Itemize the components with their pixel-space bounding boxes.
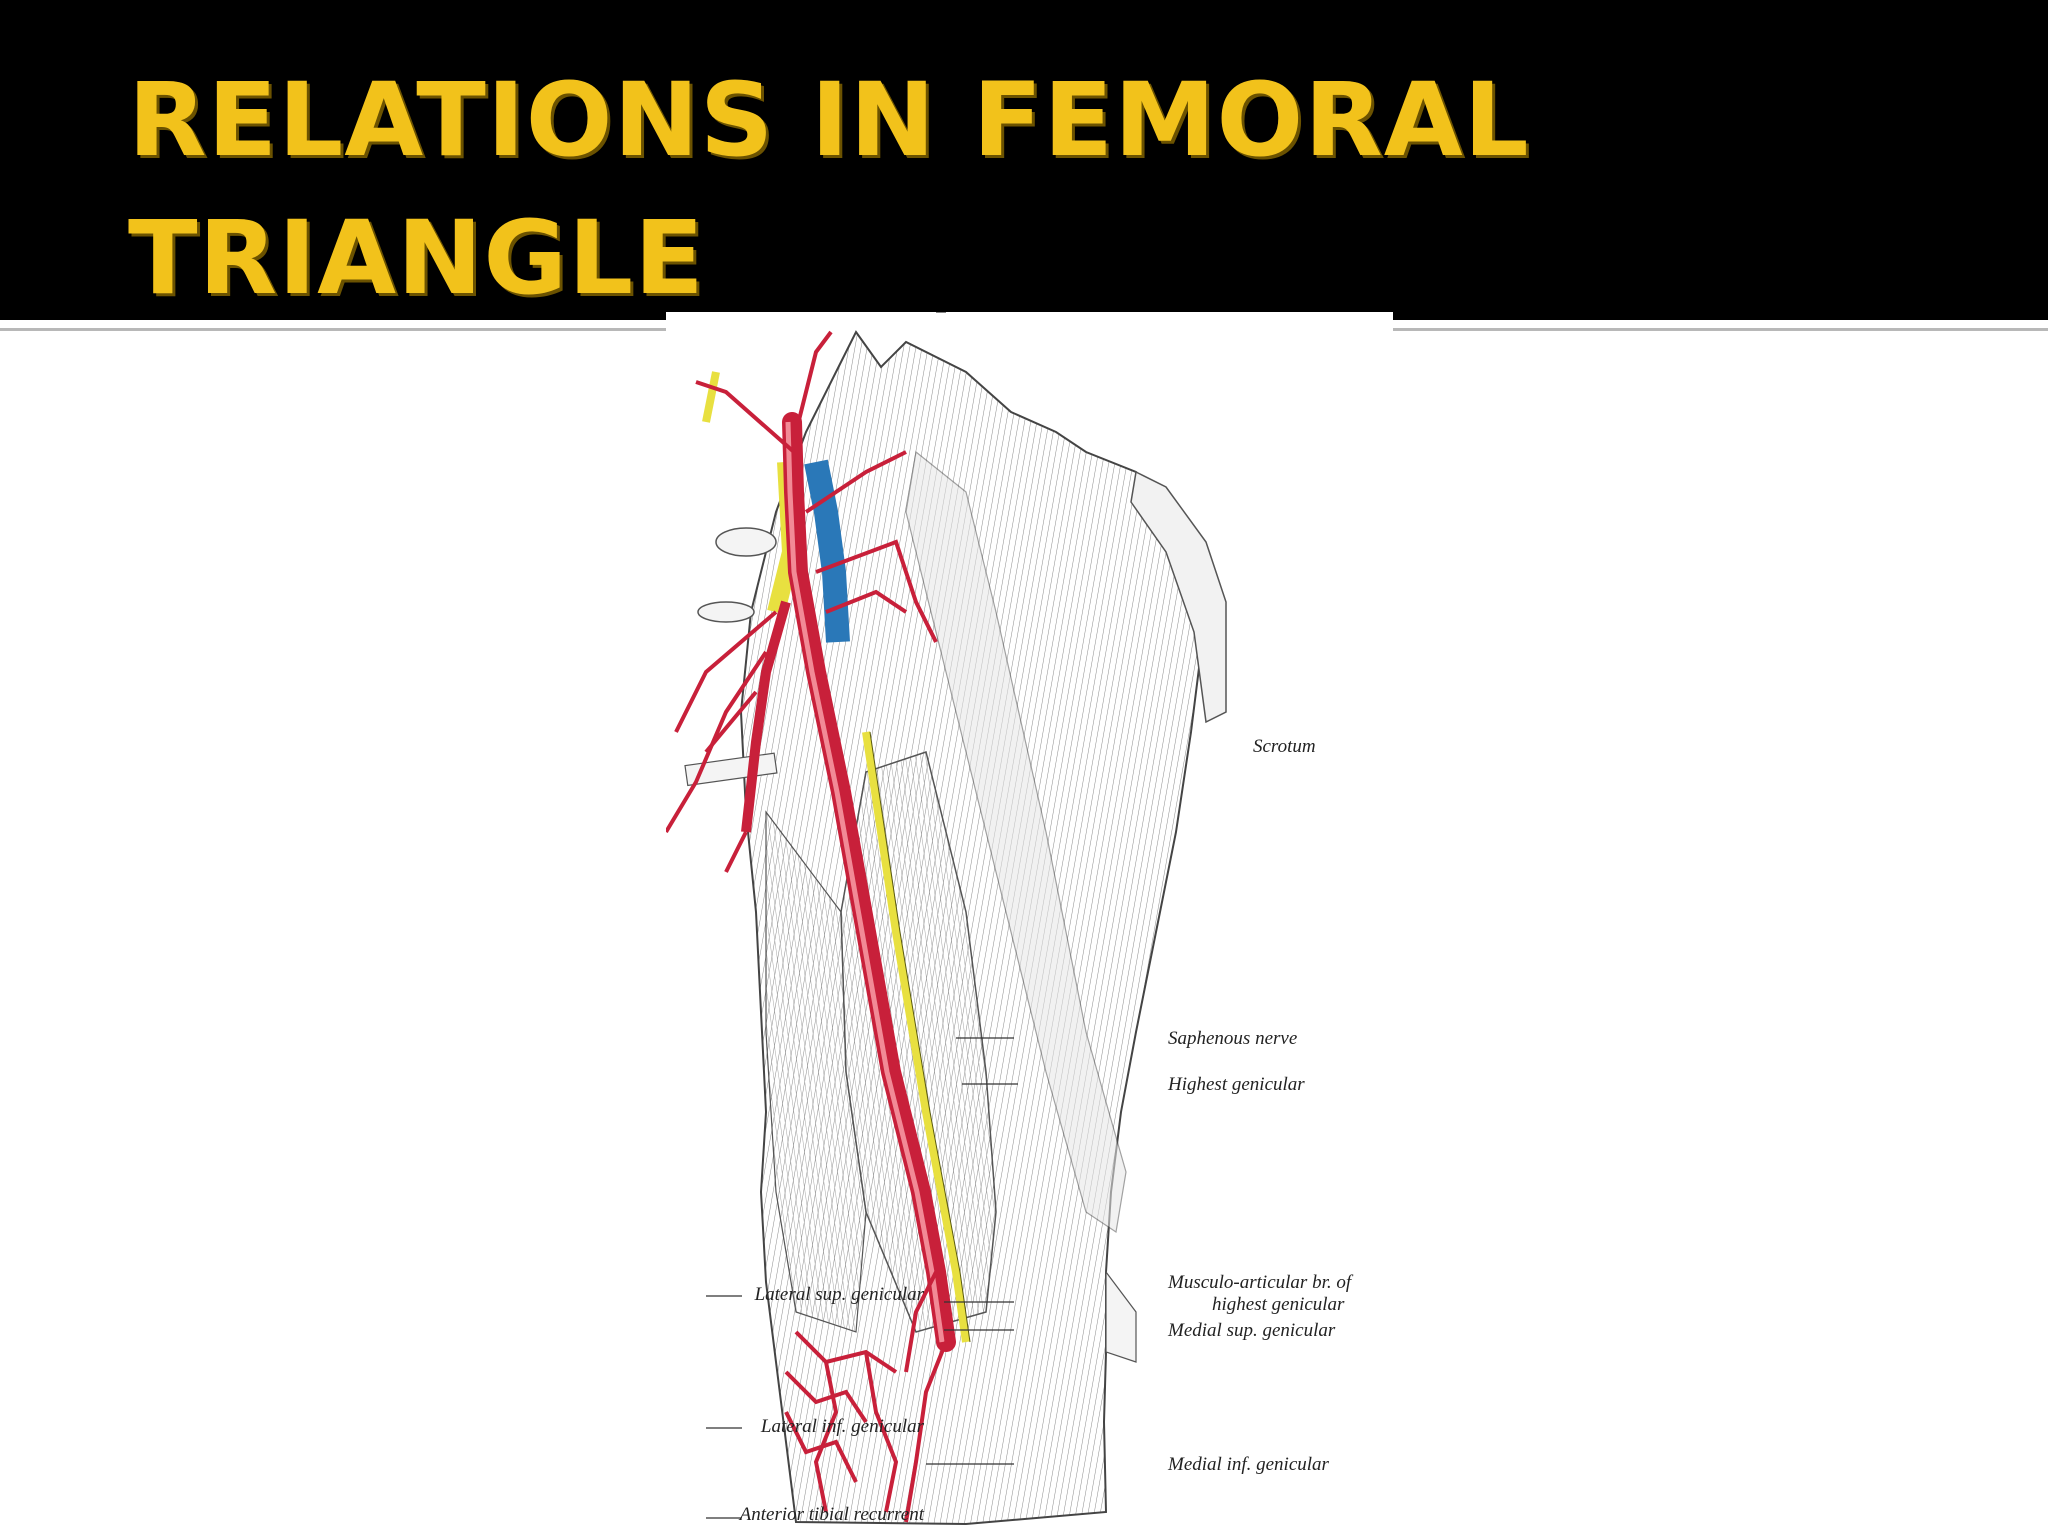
label-lateral-inf-genicular: Lateral inf. genicular — [760, 1416, 924, 1437]
label-medial-sup-genicular: Medial sup. genicular — [1168, 1320, 1336, 1341]
label-musculo-articular-1: Musculo-articular br. of — [1168, 1272, 1352, 1293]
title-line-1: RELATIONS IN FEMORAL — [128, 61, 1530, 180]
label-anterior-tibial-recurrent: Anterior tibial recurrent — [739, 1504, 924, 1525]
profunda-artery — [741, 600, 791, 833]
label-medial-inf-genicular: Medial inf. genicular — [1168, 1454, 1329, 1475]
title-bar: RELATIONS IN FEMORAL TRIANGLE — [0, 0, 2048, 320]
sartorius — [905, 450, 1127, 1234]
anatomy-illustration: Scrotum Saphenous nerve Highest genicula… — [666, 312, 1393, 1536]
label-musculo-articular-2: highest genicular — [1212, 1294, 1345, 1315]
leader-lines — [706, 312, 1018, 1519]
vastus-lateralis — [765, 810, 867, 1333]
nerve-lateral-cutaneous — [702, 371, 720, 423]
spermatic-cord — [1130, 470, 1227, 724]
label-highest-genicular: Highest genicular — [1168, 1074, 1305, 1095]
thigh-drawing — [666, 312, 1227, 1526]
title-line-2: TRIANGLE — [128, 199, 705, 318]
label-saphenous-nerve: Saphenous nerve — [1168, 1028, 1298, 1049]
label-scrotum: Scrotum — [1253, 736, 1316, 757]
artery-branches — [666, 330, 948, 1523]
slide-title: RELATIONS IN FEMORAL TRIANGLE — [128, 52, 1530, 328]
saphenous-nerve — [862, 731, 970, 1343]
label-lateral-sup-genicular: Lateral sup. genicular — [754, 1284, 924, 1305]
femoral-artery — [782, 412, 956, 1352]
